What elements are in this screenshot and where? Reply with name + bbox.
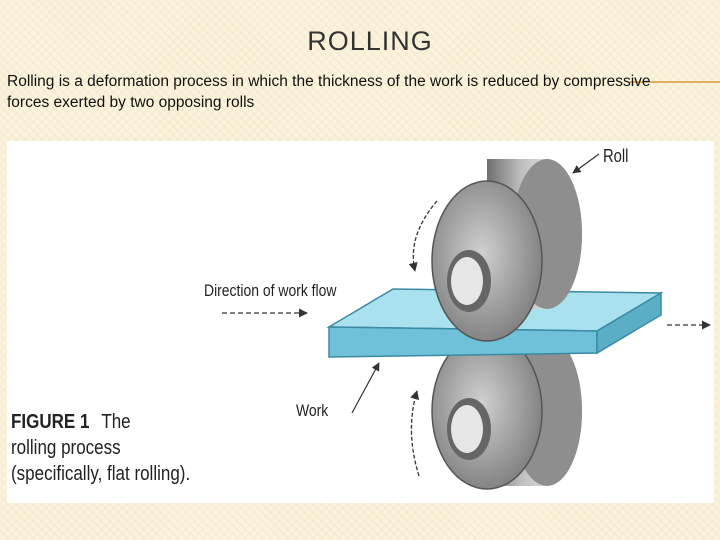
work-label: Work — [296, 401, 329, 420]
caption-line-2: rolling process — [11, 437, 121, 459]
slide-title: ROLLING — [307, 26, 433, 56]
caption-line-1: FIGURE 1 The — [11, 409, 232, 435]
lower-roll — [431, 332, 582, 490]
roll-label: Roll — [603, 146, 629, 166]
rolling-figure: Roll Direction of work flow Work FIGURE … — [7, 141, 714, 503]
lower-rotation-arrow — [410, 390, 420, 477]
rolling-illustration — [222, 153, 711, 490]
roll-pointer — [572, 153, 600, 174]
figure-caption: FIGURE 1 The rolling process (specificall… — [11, 409, 232, 487]
work-flow-label: Direction of work flow — [204, 281, 337, 300]
title-accent-line — [630, 81, 720, 83]
caption-text-1: The — [101, 411, 131, 433]
upper-rotation-arrow — [408, 200, 438, 272]
slide-body-text: Rolling is a deformation process in whic… — [7, 73, 651, 111]
figure-number: FIGURE 1 — [11, 411, 90, 433]
caption-line-3: (specifically, flat rolling). — [11, 463, 191, 485]
work-pointer — [351, 362, 380, 414]
upper-roll — [431, 159, 582, 342]
